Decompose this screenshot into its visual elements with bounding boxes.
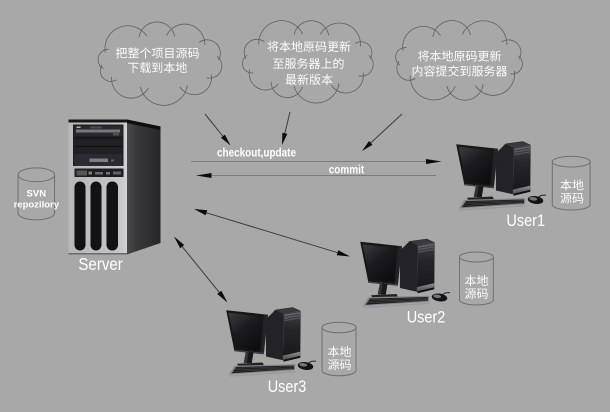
svg-text:Server: Server <box>78 254 123 274</box>
svg-text:SVN: SVN <box>27 188 47 199</box>
svg-text:checkout,update: checkout,update <box>217 148 296 160</box>
svg-text:User1: User1 <box>506 211 545 230</box>
svg-text:repozilory: repozilory <box>14 200 60 211</box>
svg-text:User3: User3 <box>268 377 307 396</box>
svg-text:commit: commit <box>329 165 365 177</box>
svg-text:User2: User2 <box>407 308 446 327</box>
